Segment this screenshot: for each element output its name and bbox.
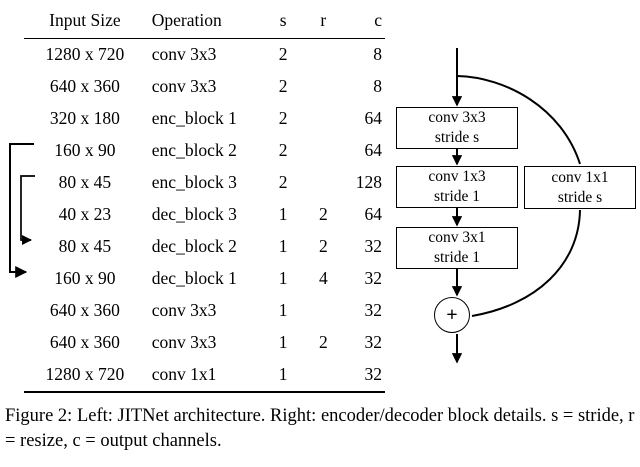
block-conv-1x1-shortcut: conv 1x1 stride s [524, 166, 636, 209]
table-header-row: Input Size Operation s r c [24, 4, 385, 39]
cell-c: 32 [364, 236, 383, 257]
cell-c: 8 [373, 76, 382, 97]
cell-operation: dec_block 1 [151, 268, 237, 289]
cell-s: 2 [278, 172, 288, 193]
column-header-c: c [374, 10, 382, 31]
cell-s: 2 [278, 76, 288, 97]
table-row: 320 x 180 enc_block 1 2 64 [24, 103, 385, 135]
cell-r [303, 295, 343, 327]
cell-input-size: 80 x 45 [58, 172, 112, 193]
cell-c: 64 [364, 140, 383, 161]
column-header-input-size: Input Size [49, 10, 121, 31]
cell-c: 128 [355, 172, 382, 193]
column-header-operation: Operation [151, 10, 222, 31]
cell-operation: dec_block 3 [151, 204, 237, 225]
cell-s: 2 [278, 108, 288, 129]
cell-c: 8 [343, 38, 385, 71]
residual-branch-top [456, 75, 581, 165]
block-conv-3x3: conv 3x3 stride s [396, 107, 518, 149]
cell-operation: conv 3x3 [151, 76, 217, 97]
cell-operation: conv 3x3 [151, 300, 217, 321]
figure-2: Input Size Operation s r c 1280 x 720 co… [9, 0, 640, 400]
table-row: 1280 x 720 conv 1x1 1 32 [24, 359, 385, 393]
block-conv-1x1-stride: stride s [557, 188, 603, 206]
table-row: 80 x 45 enc_block 3 2 128 [24, 167, 385, 199]
column-header-r: r [320, 10, 327, 31]
cell-c: 32 [343, 359, 385, 393]
block-conv-3x3-stride: stride s [434, 129, 480, 146]
cell-input-size: 640 x 360 [49, 76, 120, 97]
block-conv-3x1: conv 3x1 stride 1 [396, 227, 518, 269]
cell-c: 64 [364, 204, 383, 225]
cell-operation: dec_block 2 [151, 236, 237, 257]
cell-c: 32 [364, 332, 383, 353]
column-header-s: s [279, 10, 287, 31]
cell-s: 2 [263, 38, 304, 71]
table-row: 640 x 360 conv 3x3 2 8 [24, 71, 385, 103]
cell-r [303, 103, 343, 135]
table-row: 640 x 360 conv 3x3 1 2 32 [24, 327, 385, 359]
cell-input-size: 40 x 23 [58, 204, 112, 225]
cell-input-size: 1280 x 720 [24, 359, 146, 393]
cell-operation: conv 3x3 [151, 332, 217, 353]
block-conv-1x3: conv 1x3 stride 1 [396, 166, 518, 208]
block-conv-3x1-stride: stride 1 [433, 249, 481, 266]
cell-operation: conv 1x1 [145, 359, 264, 393]
cell-input-size: 640 x 360 [49, 332, 120, 353]
block-conv-1x3-op: conv 1x3 [428, 168, 486, 186]
architecture-table: Input Size Operation s r c 1280 x 720 co… [24, 4, 385, 393]
cell-r: 2 [318, 236, 328, 257]
cell-input-size: 640 x 360 [49, 300, 120, 321]
plus-icon: + [446, 304, 458, 326]
cell-input-size: 1280 x 720 [24, 38, 146, 71]
cell-s: 1 [278, 300, 288, 321]
cell-input-size: 80 x 45 [58, 236, 112, 257]
cell-r [303, 167, 343, 199]
cell-c: 32 [364, 300, 383, 321]
cell-s: 1 [278, 204, 288, 225]
table-row: 1280 x 720 conv 3x3 2 8 [24, 38, 385, 71]
cell-operation: enc_block 1 [151, 108, 237, 129]
diagram-connectors [451, 48, 581, 364]
cell-r [303, 359, 344, 393]
cell-input-size: 160 x 90 [54, 140, 116, 161]
cell-r [303, 38, 344, 71]
block-conv-1x3-stride: stride 1 [433, 188, 481, 205]
figure-caption: Figure 2: Left: JITNet architecture. Rig… [5, 406, 635, 451]
cell-operation: enc_block 2 [151, 140, 237, 161]
residual-branch-bottom [471, 209, 581, 317]
cell-operation: enc_block 3 [151, 172, 237, 193]
table-row: 160 x 90 dec_block 1 1 4 32 [24, 263, 385, 295]
table-row: 40 x 23 dec_block 3 1 2 64 [24, 199, 385, 231]
cell-s: 1 [278, 268, 288, 289]
cell-input-size: 160 x 90 [54, 268, 116, 289]
table-row: 160 x 90 enc_block 2 2 64 [24, 135, 385, 167]
table-row: 640 x 360 conv 3x3 1 32 [24, 295, 385, 327]
cell-s: 1 [263, 359, 304, 393]
block-conv-3x1-op: conv 3x1 [428, 229, 486, 247]
cell-s: 1 [278, 236, 288, 257]
cell-operation: conv 3x3 [145, 38, 264, 71]
cell-s: 2 [278, 140, 288, 161]
cell-r [303, 135, 343, 167]
cell-c: 64 [364, 108, 383, 129]
cell-r [303, 71, 343, 103]
block-conv-1x1-op: conv 1x1 [551, 168, 609, 186]
block-conv-3x3-op: conv 3x3 [428, 109, 486, 127]
cell-c: 32 [364, 268, 383, 289]
encoder-decoder-block-diagram: conv 3x3 stride s conv 1x3 stride 1 conv… [386, 0, 640, 400]
add-node: + [434, 297, 470, 333]
cell-input-size: 320 x 180 [49, 108, 120, 129]
cell-r: 4 [318, 268, 328, 289]
cell-r: 2 [318, 204, 328, 225]
table-row: 80 x 45 dec_block 2 1 2 32 [24, 231, 385, 263]
cell-r: 2 [318, 332, 328, 353]
cell-s: 1 [278, 332, 288, 353]
